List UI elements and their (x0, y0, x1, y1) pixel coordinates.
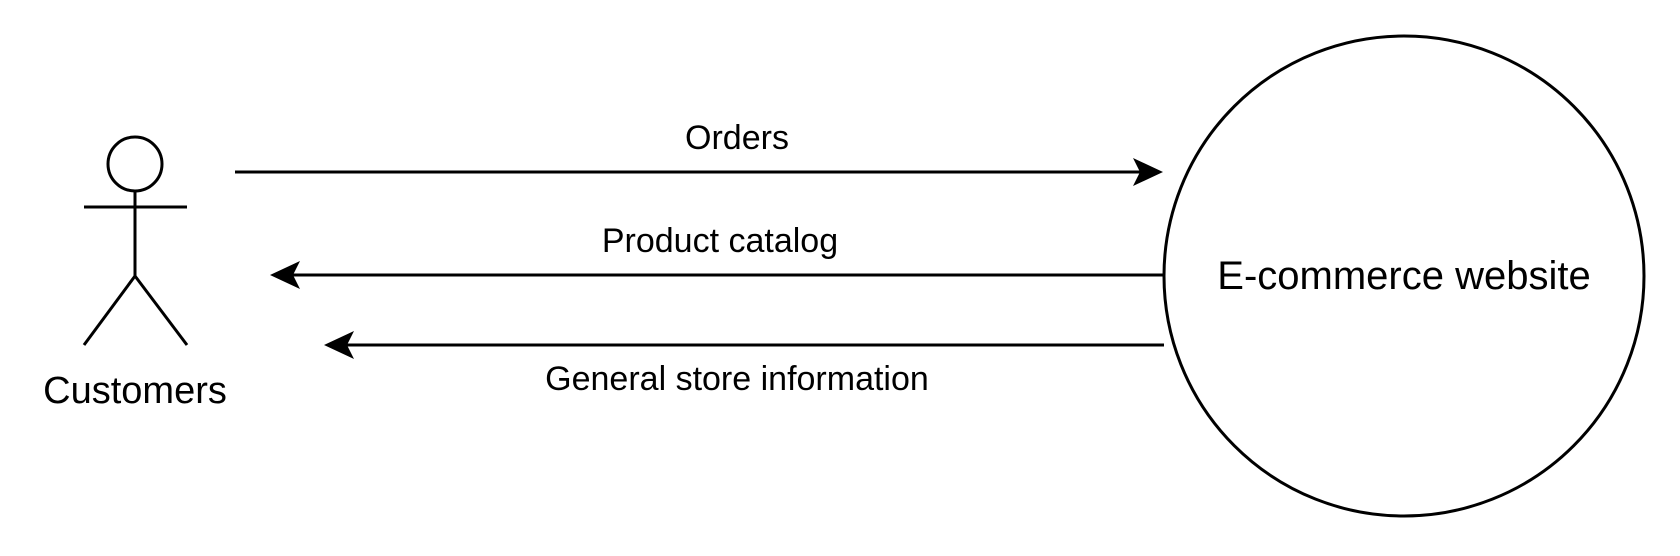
flow-general-store-information-label: General store information (545, 360, 929, 398)
flow-product-catalog[interactable] (270, 261, 1164, 289)
arrowhead-left-icon (324, 331, 354, 359)
actor-left-leg (82, 275, 137, 346)
flow-general-store-information[interactable] (324, 331, 1164, 359)
customers-actor[interactable] (82, 135, 189, 346)
flow-product-catalog-label: Product catalog (602, 222, 838, 260)
arrowhead-left-icon (270, 261, 300, 289)
actor-head (106, 135, 164, 193)
process-label: E-commerce website (1217, 254, 1590, 298)
flow-orders[interactable] (235, 158, 1163, 186)
flow-orders-label: Orders (685, 119, 789, 157)
actor-right-leg (133, 275, 189, 346)
actor-label: Customers (43, 370, 227, 412)
arrowhead-right-icon (1133, 158, 1163, 186)
